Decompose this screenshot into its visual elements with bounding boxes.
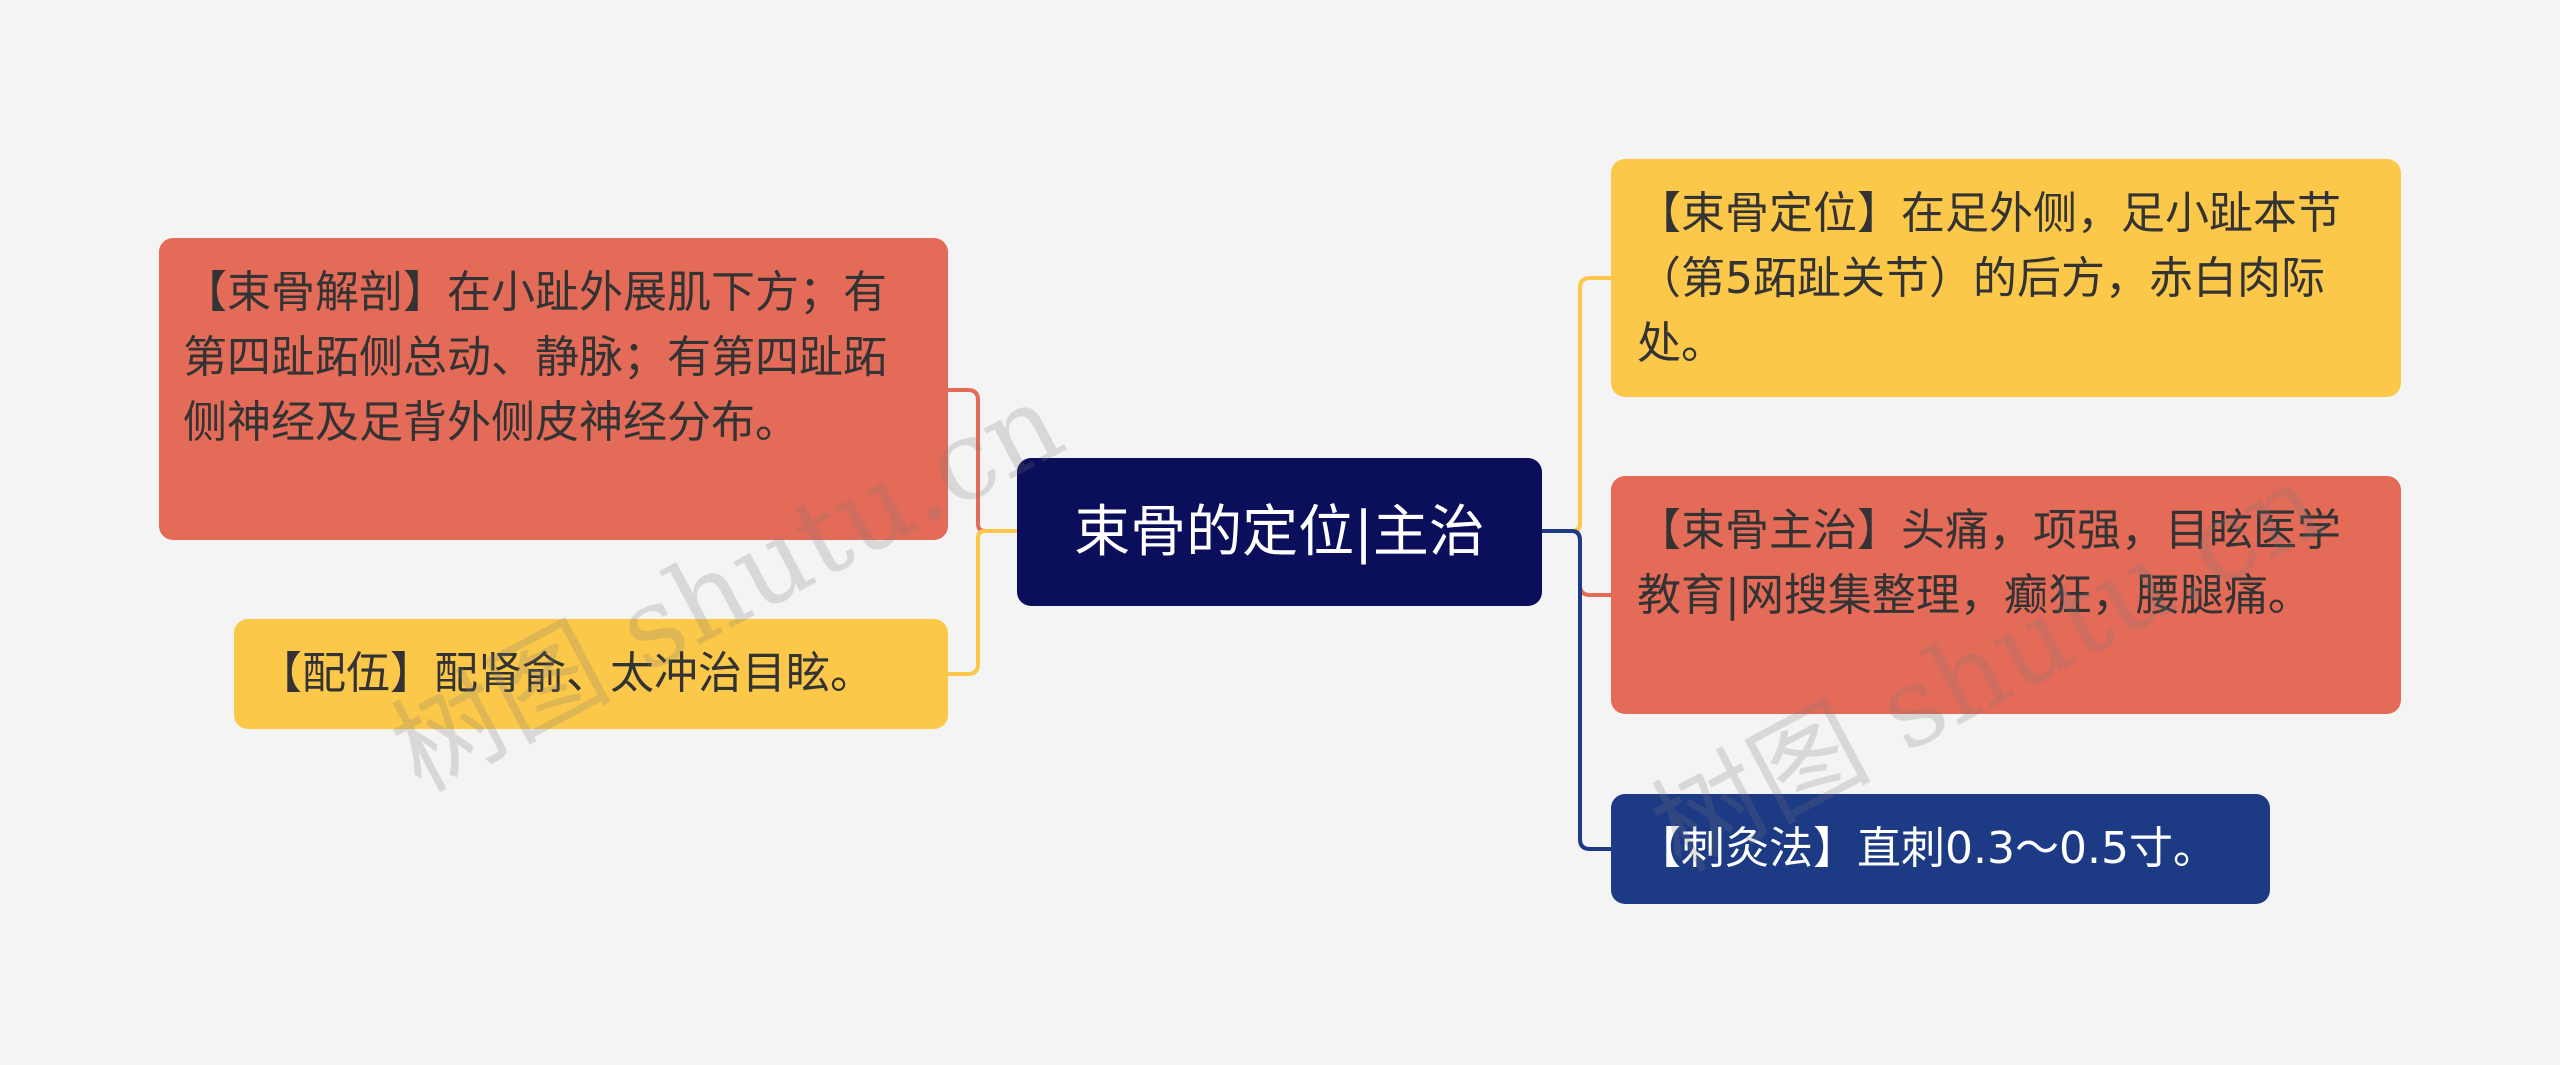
connector-needling [1542, 529, 1611, 851]
central-topic[interactable]: 束骨的定位|主治 [1017, 458, 1542, 606]
topic-pairing[interactable]: 【配伍】配肾俞、太冲治目眩。 [234, 619, 948, 729]
topic-location-text: 【束骨定位】在足外侧，足小趾本节（第5跖趾关节）的后方，赤白肉际处。 [1637, 188, 2341, 369]
topic-needling-text: 【刺灸法】直刺0.3～0.5寸。 [1637, 823, 2217, 874]
connector-indication [1542, 529, 1611, 597]
topic-anatomy-text: 【束骨解剖】在小趾外展肌下方；有第四趾跖侧总动、静脉；有第四趾跖侧神经及足背外侧… [183, 267, 887, 448]
connector-pairing [948, 529, 1017, 676]
topic-needling[interactable]: 【刺灸法】直刺0.3～0.5寸。 [1611, 794, 2270, 904]
topic-anatomy[interactable]: 【束骨解剖】在小趾外展肌下方；有第四趾跖侧总动、静脉；有第四趾跖侧神经及足背外侧… [159, 238, 948, 540]
central-topic-label: 束骨的定位|主治 [1074, 499, 1485, 565]
connector-anatomy [948, 388, 1017, 533]
topic-indication-text: 【束骨主治】头痛，项强，目眩医学教育|网搜集整理，癫狂，腰腿痛。 [1637, 505, 2341, 621]
topic-indication[interactable]: 【束骨主治】头痛，项强，目眩医学教育|网搜集整理，癫狂，腰腿痛。 [1611, 476, 2401, 714]
topic-pairing-text: 【配伍】配肾俞、太冲治目眩。 [258, 648, 874, 699]
topic-location[interactable]: 【束骨定位】在足外侧，足小趾本节（第5跖趾关节）的后方，赤白肉际处。 [1611, 159, 2401, 397]
connector-location [1542, 276, 1611, 533]
